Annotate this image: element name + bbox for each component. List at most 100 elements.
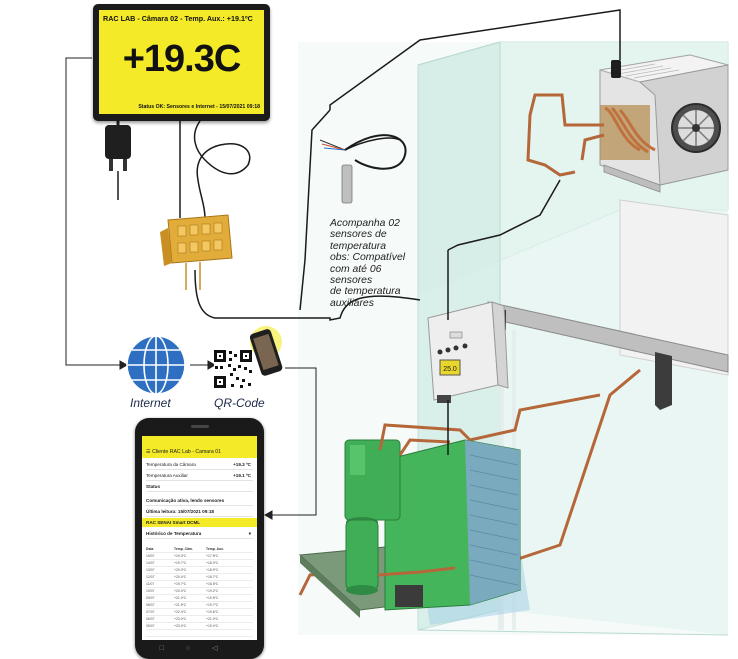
table-cell: +19.4ºC: [206, 624, 219, 628]
chamber-temp-value: +19.3 ºC: [233, 462, 251, 467]
globe-icon: [126, 335, 186, 395]
recent-apps-icon[interactable]: □: [159, 645, 186, 652]
caption-line: Acompanha 02: [330, 218, 400, 229]
table-cell: +19.7ºC: [174, 561, 187, 565]
table-cell: +19.2ºC: [206, 589, 219, 593]
aux-temp-value: +19.1 ºC: [233, 473, 251, 478]
table-cell: +20.4ºC: [174, 589, 187, 593]
table-cell: +21.0ºC: [206, 617, 219, 621]
evaporator: [599, 54, 729, 193]
caption-line: obs: Compatível: [330, 252, 406, 264]
phone-header-title: Cliente RAC Lab - Camara 01: [152, 449, 222, 455]
history-dropdown[interactable]: Histórico de Temperatura ▾: [146, 529, 253, 539]
sensor-caption: Acompanha 02 sensores de temperatura obs…: [330, 218, 430, 309]
table-header-cell: Temp. Aux.: [206, 547, 224, 551]
table-row: 05/07 +23.4ºC +19.4ºC: [146, 623, 253, 630]
table-cell: +19.5ºC: [206, 596, 219, 600]
status-label: Status: [146, 482, 253, 492]
last-reading: Última leitura: 15/07/2021 09:18: [146, 507, 253, 517]
table-cell: 08/07: [146, 603, 155, 607]
caption-line: sensores de: [330, 229, 387, 241]
table-cell: +23.4ºC: [174, 624, 187, 628]
table-cell: +23.0ºC: [174, 617, 187, 621]
chamber-temp-row: Temperatura da Câmara +19.3 ºC: [146, 460, 253, 470]
caret-down-icon[interactable]: ▾: [248, 531, 251, 536]
back-icon[interactable]: ◁: [212, 645, 240, 652]
caption-line: de temperatura: [330, 286, 401, 298]
history-label: Histórico de Temperatura: [146, 531, 202, 536]
table-row: 13/07 +20.0ºC +18.9ºC: [146, 567, 253, 574]
controller-readout: 25.0: [443, 366, 457, 373]
table-row: 09/07 +21.0ºC +19.5ºC: [146, 595, 253, 602]
table-cell: +18.7ºC: [206, 575, 219, 579]
table-row: 14/07 +19.7ºC +18.0ºC: [146, 560, 253, 567]
connection-arrows: [65, 57, 317, 520]
table-cell: 14/07: [146, 561, 155, 565]
table-cell: +18.0ºC: [206, 561, 219, 565]
temperature-display-unit: RAC LAB - Câmara 02 - Temp. Aux.: +19.1º…: [93, 4, 270, 121]
table-cell: +20.4ºC: [174, 575, 187, 579]
table-cell: +19.3ºC: [174, 554, 187, 558]
condensing-unit: [298, 423, 522, 618]
table-row: 06/07 +23.0ºC +21.0ºC: [146, 616, 253, 623]
caption-line: temperatura: [330, 240, 387, 252]
table-header: Data Temp. Câm. Temp. Aux.: [146, 546, 253, 553]
table-cell: +21.0ºC: [174, 596, 187, 600]
table-cell: +19.6ºC: [206, 610, 219, 614]
table-body: 15/07 +19.3ºC +17.8ºC 14/07 +19.7ºC +18.0ºC 13…: [146, 553, 253, 630]
table-cell: 07/07: [146, 610, 155, 614]
cables: [179, 9, 621, 455]
table-cell: +17.8ºC: [206, 554, 219, 558]
phone-status-bar: [142, 436, 257, 446]
scanning-phone-icon: [249, 326, 283, 376]
table-cell: +20.0ºC: [174, 568, 187, 572]
table-row: 11/07 +19.7ºC +18.5ºC: [146, 581, 253, 588]
table-cell: +19.7ºC: [174, 582, 187, 586]
brand-bar: RAC SENAI Smart DCML: [142, 518, 257, 527]
table-cell: 15/07: [146, 554, 155, 558]
power-plug-icon: [105, 121, 131, 200]
table-row: 10/07 +20.4ºC +19.2ºC: [146, 588, 253, 595]
caption-line: com até 06: [330, 263, 382, 275]
table-cell: +21.5ºC: [174, 603, 187, 607]
terminal-block-icon: [160, 214, 233, 290]
table-row: 12/07 +20.4ºC +18.7ºC: [146, 574, 253, 581]
table-cell: +18.5ºC: [206, 582, 219, 586]
aux-temp-row: Temperatura Auxiliar +19.1 ºC: [146, 471, 253, 481]
table-cell: 06/07: [146, 617, 155, 621]
caption-line: sensores: [330, 275, 373, 287]
home-icon[interactable]: ○: [185, 645, 213, 652]
phone-speaker: [191, 425, 209, 428]
controller-box: 25.0: [427, 301, 509, 403]
table-cell: 13/07: [146, 568, 155, 572]
table-cell: 05/07: [146, 624, 155, 628]
table-cell: 11/07: [146, 582, 155, 586]
caption-line: auxiliares: [330, 297, 374, 309]
table-row: 07/07 +22.4ºC +19.6ºC: [146, 609, 253, 616]
table-cell: +18.9ºC: [206, 568, 219, 572]
table-row: [146, 630, 253, 637]
qr-code-icon: [214, 350, 252, 388]
table-cell: +19.7ºC: [206, 603, 219, 607]
internet-label: Internet: [130, 396, 171, 410]
table-row: 08/07 +21.5ºC +19.7ºC: [146, 602, 253, 609]
display-screen: RAC LAB - Câmara 02 - Temp. Aux.: +19.1º…: [99, 10, 264, 114]
comm-status: Comunicação ativa, lendo sensores: [146, 496, 253, 506]
smartphone: ☰ Cliente RAC Lab - Camara 01 Temperatur…: [135, 418, 264, 659]
qr-code-label: QR-Code: [214, 396, 265, 410]
table-header-cell: Data: [146, 547, 154, 551]
aux-temp-label: Temperatura Auxiliar: [146, 473, 188, 478]
table-cell: +22.4ºC: [174, 610, 187, 614]
rail-bracket: [655, 352, 672, 410]
display-status: Status OK: Sensores e Internet - 15/07/2…: [138, 104, 260, 110]
table-row: [146, 637, 253, 640]
display-temperature: +19.3C: [122, 38, 242, 80]
phone-screen: ☰ Cliente RAC Lab - Camara 01 Temperatur…: [142, 436, 257, 640]
table-cell: 10/07: [146, 589, 155, 593]
menu-icon[interactable]: ☰: [146, 449, 151, 455]
table-header-cell: Temp. Câm.: [174, 547, 193, 551]
table-cell: 09/07: [146, 596, 155, 600]
phone-nav-bar: □○◁: [135, 644, 264, 654]
table-cell: 12/07: [146, 575, 155, 579]
